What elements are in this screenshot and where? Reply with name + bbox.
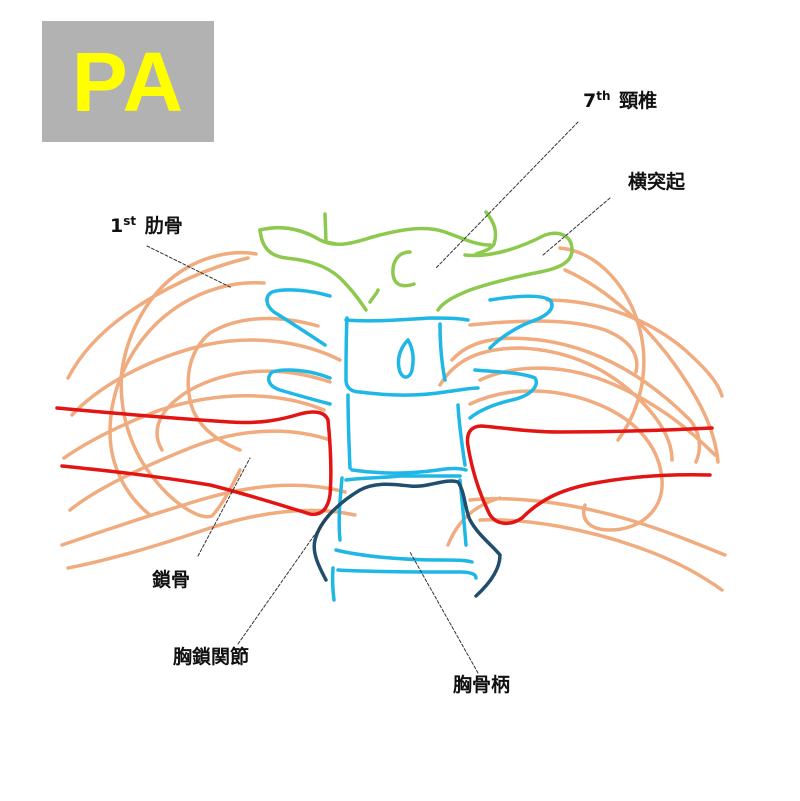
rib-right-7 <box>468 389 664 532</box>
cv7-right-process <box>436 231 574 312</box>
t1-left-process <box>265 288 332 347</box>
label-transverse-process: 横突起 <box>628 173 685 192</box>
rib-left-7 <box>62 394 326 460</box>
rib-left-8 <box>68 429 332 512</box>
label-cervical-7-number: 7 <box>583 90 597 112</box>
t1-body <box>344 316 470 323</box>
label-first-rib-suffix: st <box>123 214 137 228</box>
t2-bottom <box>350 466 468 475</box>
label-transverse-process-text: 横突起 <box>628 171 686 193</box>
leader-sternoclavicular-joint <box>237 509 333 645</box>
label-clavicle-text: 鎖骨 <box>152 569 191 591</box>
rib-left-6 <box>155 369 332 452</box>
cv7-left-foot <box>368 288 380 304</box>
leader-cervical-7 <box>435 121 579 269</box>
label-sternoclavicular-joint-text: 胸鎖関節 <box>173 646 250 668</box>
t1-spinous <box>396 338 415 379</box>
label-first-rib-number: 1 <box>110 215 124 237</box>
thoracic-vertebrae <box>265 288 554 602</box>
cv7-outline <box>258 228 368 312</box>
leader-lines <box>146 121 611 674</box>
ribs-right <box>438 246 727 592</box>
rib-right-5 <box>438 346 674 462</box>
label-manubrium-text: 胸骨柄 <box>453 674 511 696</box>
label-cervical-7-suffix: th <box>596 89 611 103</box>
rib-right-1 <box>558 246 646 442</box>
clavicle-left <box>55 406 333 517</box>
leader-clavicle <box>197 457 251 557</box>
t2-left-side <box>346 393 352 470</box>
cv7-spinous <box>391 250 416 288</box>
rib-right-8 <box>478 366 717 457</box>
rib-left-10 <box>66 508 357 570</box>
rib-right-3 <box>545 298 724 398</box>
rib-right-9 <box>468 496 727 557</box>
manubrium-outline <box>312 479 502 598</box>
t4-bottom <box>336 568 478 580</box>
label-clavicle: 鎖骨 <box>152 571 190 590</box>
label-sternoclavicular-joint: 胸鎖関節 <box>173 648 249 667</box>
rib-right-4 <box>468 319 639 374</box>
t2-right-process <box>468 368 538 420</box>
label-manubrium: 胸骨柄 <box>453 676 510 695</box>
view-badge: PA <box>42 21 214 142</box>
t1-right-side <box>438 322 447 382</box>
t1-right-process <box>488 294 554 350</box>
t3-bottom <box>334 548 474 564</box>
label-first-rib-text: 肋骨 <box>144 215 183 237</box>
rib-right-2 <box>563 268 720 464</box>
t2-left-process <box>266 368 332 406</box>
rib-left-9 <box>60 483 347 547</box>
cv7-left-process <box>258 225 492 247</box>
leader-first-rib <box>146 245 233 289</box>
clavicle-right <box>465 424 714 525</box>
leader-transverse-process <box>542 197 611 256</box>
t3-top <box>344 474 462 482</box>
t2-right-side <box>456 403 467 467</box>
rib-right-6 <box>450 336 702 464</box>
label-cervical-7-text: 頸椎 <box>619 90 658 112</box>
ribs-left <box>60 250 357 570</box>
cv7-right-upper <box>474 210 498 256</box>
t1-bottom <box>358 386 480 397</box>
leader-manubrium <box>409 551 479 674</box>
clavicles <box>55 406 714 525</box>
label-cervical-7: 7th 頸椎 <box>583 90 657 111</box>
rib-left-1 <box>119 250 258 519</box>
t1-left-side <box>344 316 362 394</box>
rib-left-5 <box>70 338 342 417</box>
rib-left-3 <box>66 256 250 380</box>
cv7-body-outline <box>323 212 338 246</box>
rib-left-4 <box>186 316 320 452</box>
label-first-rib: 1st 肋骨 <box>110 215 183 236</box>
t4-left <box>330 566 336 602</box>
t3-left <box>337 476 344 542</box>
rib-right-10 <box>478 518 724 592</box>
view-badge-text: PA <box>71 34 185 129</box>
cervical-vertebra-7 <box>258 210 574 312</box>
